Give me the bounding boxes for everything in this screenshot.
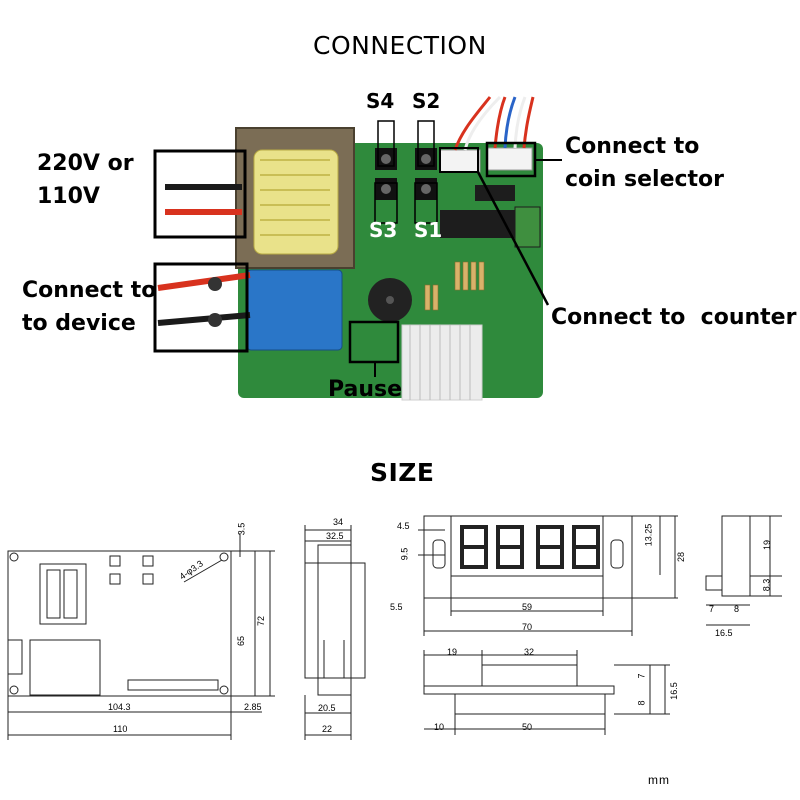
s3-callout [374,182,398,224]
device-callout-box [153,262,249,353]
dim-side-19: 19 [762,539,773,551]
dim-top-32: 32 [524,647,535,657]
dim-board-72: 72 [256,615,267,627]
display-outline [423,515,633,599]
dim-side-16-5: 16.5 [715,628,733,638]
device-label-line2: to device [22,311,136,336]
dim-top-8: 8 [636,700,647,706]
dim-top-7: 7 [636,673,647,679]
dim-tr-20-5: 20.5 [318,703,336,713]
transformer-outline [304,562,366,679]
dim-top-10: 10 [434,722,445,732]
switch-s2-label: S2 [412,89,441,113]
power-label-line1: 220V or [37,151,134,176]
coin-label-line1: Connect to [565,134,700,159]
dim-top-50: 50 [522,722,533,732]
dim-disp-9-5: 9.5 [399,547,410,561]
dim-disp-4-5: 4.5 [397,521,410,531]
dim-side-8-3: 8.3 [761,578,772,592]
power-label: 220V or 110V [37,147,134,213]
size-title: SIZE [370,458,435,487]
switch-s4-label: S4 [366,89,395,113]
coin-label: Connect to coin selector [565,130,724,196]
dim-board-65: 65 [236,635,247,647]
power-callout-box [153,149,247,239]
dim-disp-28: 28 [676,551,687,563]
dim-board-104-3: 104.3 [108,702,131,712]
display-side-outline [721,515,751,597]
dim-side-8: 8 [734,604,740,614]
coin-label-line2: coin selector [565,167,725,192]
switch-s1-label: S1 [414,218,443,242]
dim-board-3-5: 3.5 [236,522,247,536]
connection-title: CONNECTION [313,31,487,60]
s4-callout [377,120,395,167]
dim-board-110: 110 [113,724,128,734]
dim-tr-32-5: 32.5 [326,531,344,541]
dim-disp-13-25: 13.25 [643,523,654,547]
dim-side-7: 7 [709,604,715,614]
power-label-line2: 110V [37,184,100,209]
dim-disp-5-5: 5.5 [390,602,403,612]
counter-label: Connect to counter [551,305,797,330]
device-label: Connect to to device [22,274,156,340]
dim-top-19: 19 [447,647,458,657]
display-top-outline [423,685,615,695]
pause-label: Pause [328,377,403,402]
device-label-line1: Connect to [22,278,157,303]
dim-top-16-5: 16.5 [668,682,679,700]
unit-label: mm [648,773,670,787]
dim-board-2-85: 2.85 [244,702,262,712]
counter-callout-box [439,147,479,173]
s1-callout [414,182,438,224]
dim-tr-22: 22 [322,724,333,734]
dim-tr-34: 34 [333,517,344,527]
s2-callout [417,120,435,167]
dim-disp-59: 59 [522,602,533,612]
switch-s3-label: S3 [369,218,398,242]
board-outline [7,550,232,697]
dim-disp-70: 70 [522,622,533,632]
